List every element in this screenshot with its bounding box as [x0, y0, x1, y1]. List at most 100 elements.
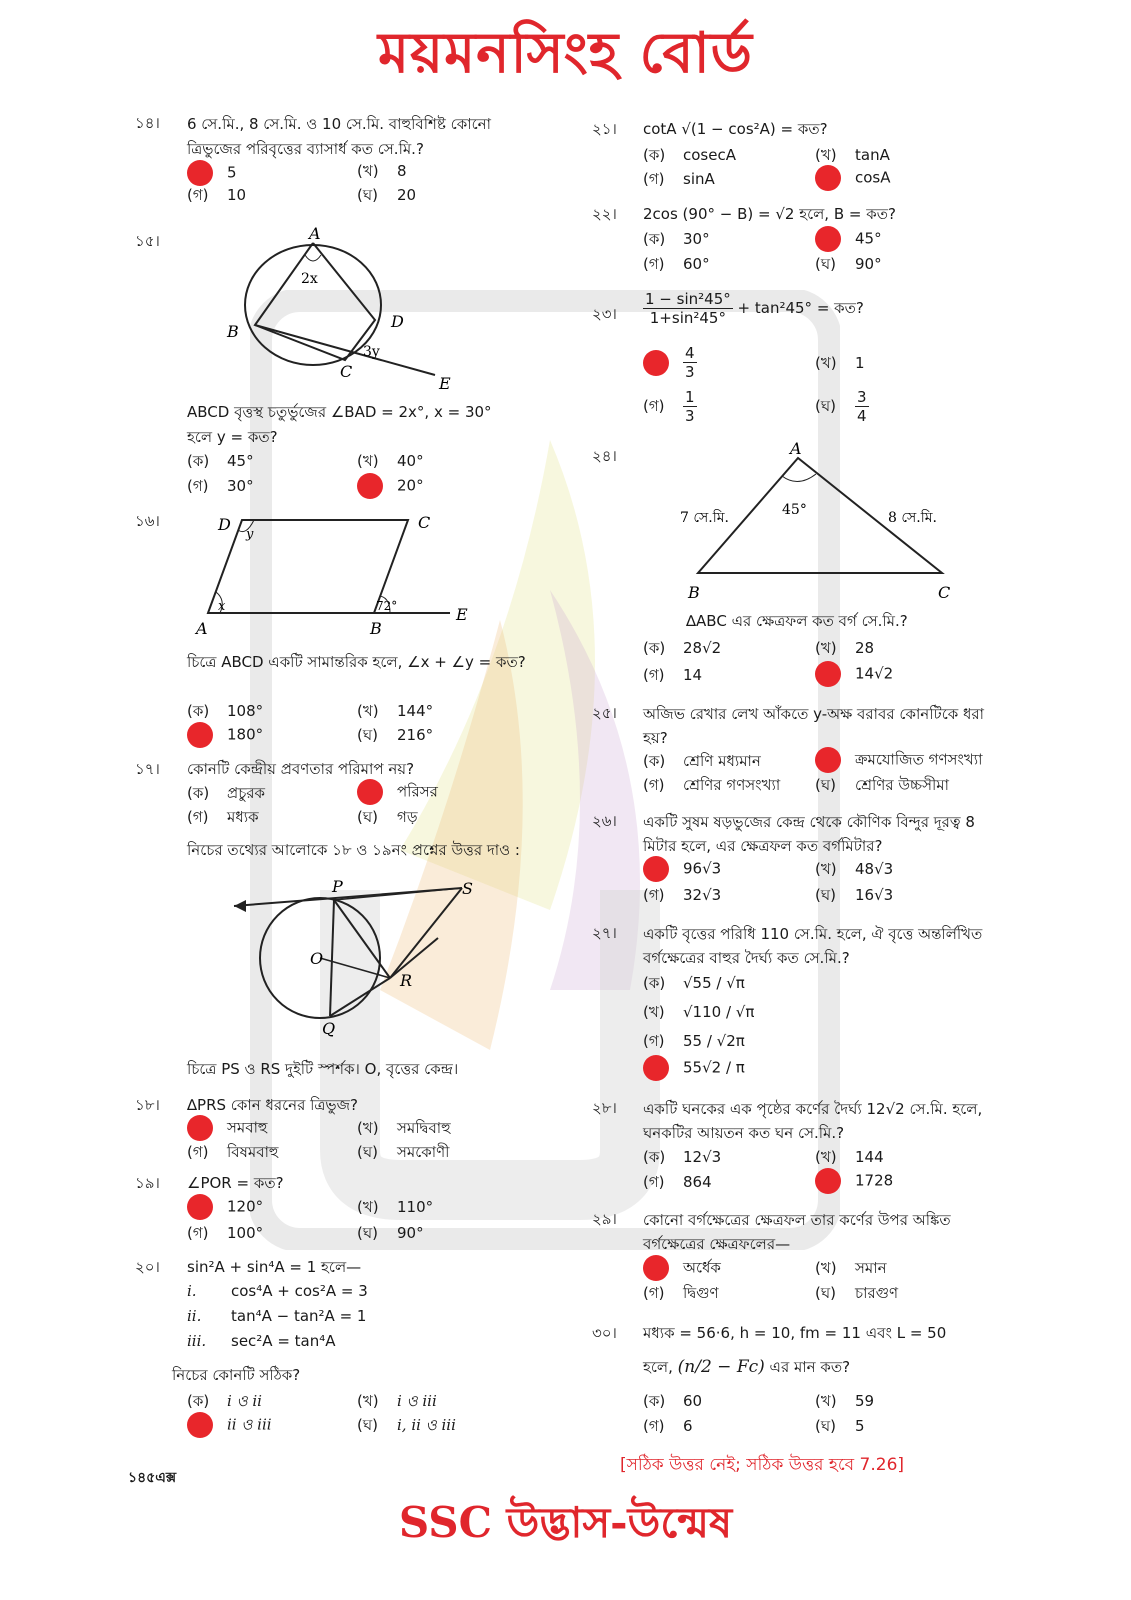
q21-option-a[interactable]: (ক)cosecA — [643, 146, 736, 164]
q22-option-b[interactable]: 45° — [815, 226, 882, 252]
label-C: C — [340, 362, 352, 381]
q22-option-a[interactable]: (ক)30° — [643, 230, 710, 248]
q18-option-a[interactable]: সমবাহু — [187, 1115, 268, 1142]
page-number: ১৪৫এক্স — [128, 1470, 177, 1486]
question-29-number: ২৯। — [592, 1210, 617, 1228]
answer-marker — [643, 349, 669, 376]
label-A: A — [307, 225, 321, 243]
q27-option-a[interactable]: (ক)√55 / √π — [643, 974, 745, 992]
q18-option-b[interactable]: (খ)সমদ্বিবাহু — [357, 1119, 451, 1137]
question-text: 6 সে.মি., 8 সে.মি. ও 10 সে.মি. বাহুবিশিষ… — [187, 115, 491, 158]
triangle-abc-figure: A 45° 7 সে.মি. 8 সে.মি. B C — [680, 439, 950, 602]
q17-option-d[interactable]: (ঘ)গড় — [357, 808, 418, 826]
q21-option-d[interactable]: cosA — [815, 165, 891, 191]
q30-option-a[interactable]: (ক)60 — [643, 1392, 703, 1410]
info-text: নিচের তথ্যের আলোকে ১৮ ও ১৯নং প্রশ্নের উত… — [187, 841, 520, 859]
q25-option-a[interactable]: (ক)শ্রেণি মধ্যমান — [643, 752, 761, 770]
q30-option-b[interactable]: (খ)59 — [815, 1392, 875, 1410]
option-c[interactable]: (গ)10 — [187, 186, 247, 204]
q25-option-d[interactable]: (ঘ)শ্রেণির উচ্চসীমা — [815, 776, 949, 794]
q16-option-b[interactable]: (খ)144° — [357, 702, 434, 720]
q25-option-c[interactable]: (গ)শ্রেণির গণসংখ্যা — [643, 776, 781, 794]
side-ab-length: 7 সে.মি. — [680, 509, 729, 526]
answer-marker — [357, 473, 383, 499]
q26-option-c[interactable]: (গ)32√3 — [643, 886, 722, 904]
board-title: ময়মনসিংহ বোর্ড — [378, 20, 753, 86]
q17-option-a[interactable]: (ক)প্রচুরক — [187, 784, 266, 802]
q24-option-c[interactable]: (গ)14 — [643, 666, 703, 684]
angle-3y: 3y — [363, 344, 380, 360]
q20-option-a[interactable]: (ক)i ও ii — [187, 1392, 262, 1410]
question-28-text: একটি ঘনকের এক পৃষ্ঠের কর্ণের দৈর্ঘ্য 12√… — [643, 1100, 983, 1142]
q30-option-c[interactable]: (গ)6 — [643, 1417, 693, 1435]
q25-option-b[interactable]: ক্রমযোজিত গণসংখ্যা — [815, 747, 982, 774]
q24-option-d[interactable]: 14√2 — [815, 661, 893, 687]
question-15-text: ABCD বৃত্তস্থ চতুর্ভুজের ∠BAD = 2x°, x =… — [187, 403, 492, 446]
q29-option-b[interactable]: (খ)সমান — [815, 1259, 887, 1277]
q19-option-a[interactable]: 120° — [187, 1194, 263, 1220]
label-D: D — [217, 515, 231, 534]
q19-option-c[interactable]: (গ)100° — [187, 1224, 264, 1242]
q19-option-d[interactable]: (ঘ)90° — [357, 1224, 424, 1242]
answer-marker — [815, 226, 841, 252]
q26-option-d[interactable]: (ঘ)16√3 — [815, 886, 894, 904]
q22-option-c[interactable]: (গ)60° — [643, 255, 710, 273]
q16-option-c[interactable]: 180° — [187, 722, 263, 748]
q18-option-d[interactable]: (ঘ)সমকোণী — [357, 1143, 450, 1161]
q21-option-c[interactable]: (গ)sinA — [643, 170, 715, 188]
question-26-number: ২৬। — [592, 812, 617, 830]
q16-option-d[interactable]: (ঘ)216° — [357, 726, 434, 744]
option-a[interactable]: 5 — [187, 160, 237, 186]
q27-option-d[interactable]: 55√2 / π — [643, 1055, 745, 1081]
q15-option-d[interactable]: 20° — [357, 473, 424, 499]
q28-option-a[interactable]: (ক)12√3 — [643, 1148, 722, 1166]
question-number: ১৫। — [135, 232, 160, 250]
answer-marker — [187, 1115, 213, 1141]
label-E: E — [455, 605, 468, 624]
q26-option-b[interactable]: (খ)48√3 — [815, 860, 894, 878]
question-21-number: ২১। — [592, 120, 617, 138]
q26-option-a[interactable]: 96√3 — [643, 856, 721, 882]
question-25-number: ২৫। — [592, 704, 617, 722]
q15-option-a[interactable]: (ক)45° — [187, 452, 254, 470]
q18-option-c[interactable]: (গ)বিষমবাহু — [187, 1143, 279, 1161]
q15-option-c[interactable]: (গ)30° — [187, 477, 254, 495]
q20-option-d[interactable]: (ঘ)i, ii ও iii — [357, 1416, 456, 1434]
answer-marker — [187, 160, 213, 186]
option-d[interactable]: (ঘ)20 — [357, 186, 417, 204]
question-18-text: ∆PRS কোন ধরনের ত্রিভুজ? — [187, 1096, 358, 1114]
q21-option-b[interactable]: (খ)tanA — [815, 146, 890, 164]
label-R: R — [399, 971, 412, 990]
option-b[interactable]: (খ)8 — [357, 162, 407, 180]
q27-option-c[interactable]: (গ)55 / √2π — [643, 1032, 745, 1050]
question-16-number: ১৬। — [135, 512, 160, 530]
q16-option-a[interactable]: (ক)108° — [187, 702, 264, 720]
q23-option-b[interactable]: (খ)1 — [815, 354, 865, 372]
question-30-text: মধ্যক = 56·6, h = 10, fm = 11 এবং L = 50 — [643, 1324, 947, 1342]
q17-option-b[interactable]: পরিসর — [357, 779, 438, 806]
q28-option-c[interactable]: (গ)864 — [643, 1173, 712, 1191]
q24-option-b[interactable]: (খ)28 — [815, 639, 875, 657]
q27-option-b[interactable]: (খ)√110 / √π — [643, 1003, 755, 1021]
q24-option-a[interactable]: (ক)28√2 — [643, 639, 722, 657]
q29-option-c[interactable]: (গ)দ্বিগুণ — [643, 1284, 719, 1302]
statement-iii: iii.sec²A = tan⁴A — [187, 1332, 336, 1350]
label-B: B — [687, 583, 700, 602]
q28-option-d[interactable]: 1728 — [815, 1168, 893, 1194]
footer-brand: SSC উদ্ভাস-উন্মেষ — [398, 1498, 733, 1547]
q19-option-b[interactable]: (খ)110° — [357, 1198, 434, 1216]
question-17-text: কোনটি কেন্দ্রীয় প্রবণতার পরিমাপ নয়? — [187, 760, 415, 778]
q17-option-c[interactable]: (গ)মধ্যক — [187, 808, 259, 826]
q29-option-d[interactable]: (ঘ)চারগুণ — [815, 1284, 899, 1302]
q20-option-b[interactable]: (খ)i ও iii — [357, 1392, 437, 1410]
q15-option-b[interactable]: (খ)40° — [357, 452, 424, 470]
q29-option-a[interactable]: অর্ধেক — [643, 1255, 721, 1282]
q28-option-b[interactable]: (খ)144 — [815, 1148, 884, 1166]
question-27-number: ২৭। — [592, 924, 617, 942]
q30-option-d[interactable]: (ঘ)5 — [815, 1417, 865, 1435]
q22-option-d[interactable]: (ঘ)90° — [815, 255, 882, 273]
q20-option-c[interactable]: ii ও iii — [187, 1412, 272, 1439]
